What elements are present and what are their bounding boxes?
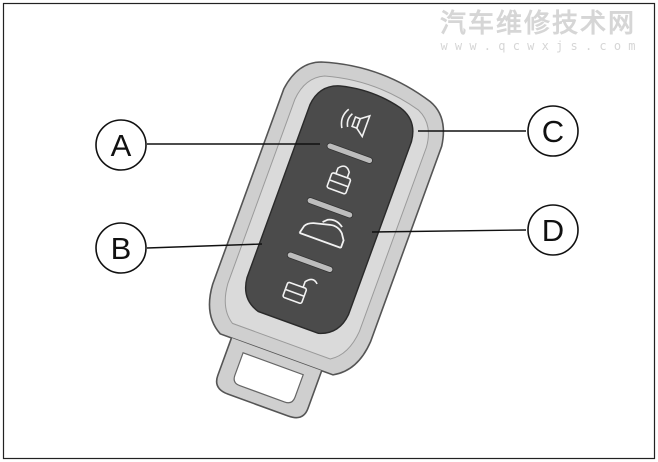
callout-d: D <box>527 204 579 256</box>
horn-alarm-icon <box>340 108 372 139</box>
watermark-subtitle: w w w . q c w x j s . c o m <box>440 39 635 53</box>
lock-icon <box>326 165 352 195</box>
watermark-title: 汽车维修技术网 <box>440 8 636 39</box>
key-fob <box>208 61 445 419</box>
trunk-button[interactable] <box>298 211 348 249</box>
button-divider <box>286 251 334 273</box>
callout-a: A <box>95 119 147 171</box>
leader-line-d <box>371 229 527 233</box>
unlock-icon <box>282 278 318 305</box>
callout-a-label: A <box>111 128 132 163</box>
callout-c: C <box>527 105 579 157</box>
lock-button[interactable] <box>326 163 355 195</box>
callout-d-label: D <box>542 213 564 248</box>
callout-c-label: C <box>542 114 564 149</box>
button-divider <box>306 197 354 219</box>
horn-alarm-button[interactable] <box>339 107 372 139</box>
unlock-button[interactable] <box>282 272 318 307</box>
callout-b: B <box>95 222 147 274</box>
key-ring-hole <box>233 352 304 404</box>
trunk-icon <box>298 218 345 249</box>
callout-b-label: B <box>111 231 132 266</box>
leader-line-b <box>146 243 263 249</box>
button-divider <box>326 142 373 164</box>
